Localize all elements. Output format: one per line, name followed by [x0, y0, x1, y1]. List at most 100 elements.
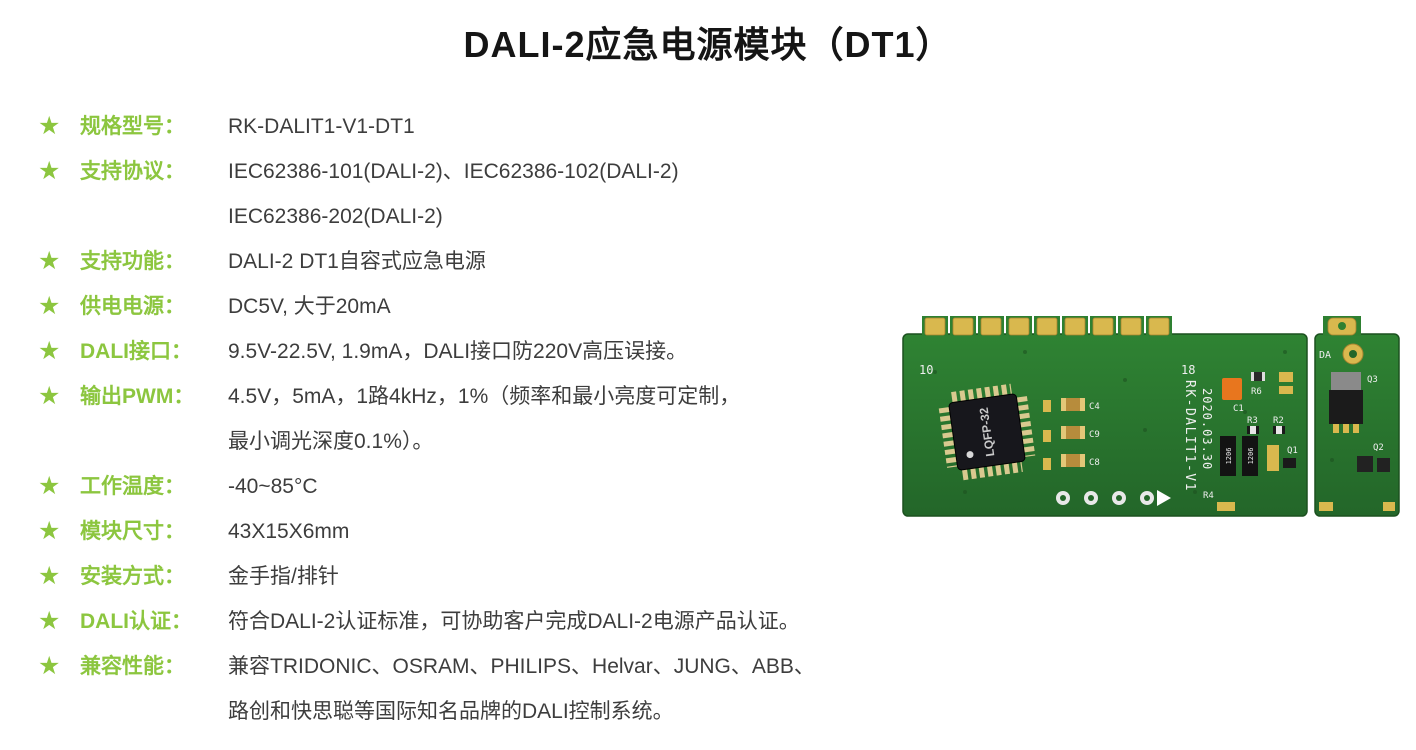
pin-number-right: 18 [1181, 363, 1195, 377]
star-icon: ★ [38, 517, 61, 545]
label-q1: Q1 [1287, 446, 1298, 456]
spec-row: ★ DALI接口： 9.5V-22.5V, 1.9mA，DALI接口防220V高… [36, 329, 916, 374]
spec-value-line: 43X15X6mm [228, 520, 350, 543]
smd-1206-a [1220, 436, 1236, 476]
smd-capacitors: C4 C9 C8 [1061, 398, 1100, 468]
spec-label: DALI认证： [80, 610, 192, 633]
pcb-board-image: 10 18 LQFP-32 [902, 316, 1400, 517]
spec-label: 模块尺寸： [80, 520, 185, 543]
spec-value-line: 金手指/排针 [228, 565, 339, 588]
spec-value-line: DC5V, 大于20mA [228, 295, 391, 318]
star-icon: ★ [38, 607, 61, 635]
spec-label: 安装方式： [80, 565, 185, 588]
spec-label: 输出PWM： [80, 385, 195, 408]
passive-components: C1 R6 R3 R2 1206 1206 Q1 [1203, 372, 1298, 511]
label-c1: C1 [1233, 404, 1244, 414]
spec-label: 支持功能： [80, 250, 185, 273]
spec-value-line: DALI-2 DT1自容式应急电源 [228, 250, 486, 273]
star-icon: ★ [38, 382, 61, 410]
spec-value: 兼容TRIDONIC、OSRAM、PHILIPS、Helvar、JUNG、ABB… [228, 644, 916, 734]
spec-value: -40~85°C [228, 464, 916, 509]
spec-label: 支持协议： [80, 160, 185, 183]
spec-row: ★ 规格型号： RK-DALIT1-V1-DT1 [36, 104, 916, 149]
spec-value: 4.5V，5mA，1路4kHz，1%（频率和最小亮度可定制， 最小调光深度0.1%… [228, 374, 916, 464]
spec-row: ★ 安装方式： 金手指/排针 [36, 554, 916, 599]
chip-body [948, 393, 1026, 471]
spec-value-line: RK-DALIT1-V1-DT1 [228, 115, 415, 138]
label-r6: R6 [1251, 387, 1262, 397]
chip-marking: LQFP-32 [977, 406, 998, 457]
spec-row: ★ 模块尺寸： 43X15X6mm [36, 509, 916, 554]
star-icon: ★ [38, 292, 61, 320]
spec-label: 供电电源： [80, 295, 185, 318]
label-c4: C4 [1089, 402, 1100, 412]
spec-row: ★ 支持功能： DALI-2 DT1自容式应急电源 [36, 239, 916, 284]
chip-pins [938, 383, 1036, 481]
page-title: DALI-2应急电源模块（DT1） [463, 24, 953, 65]
spec-row: ★ DALI认证： 符合DALI-2认证标准，可协助客户完成DALI-2电源产品… [36, 599, 916, 644]
smd-1206-b [1242, 436, 1258, 476]
pcb-photo: 10 18 LQFP-32 [895, 310, 1407, 522]
star-icon: ★ [38, 112, 61, 140]
spec-value-line: IEC62386-101(DALI-2)、IEC62386-102(DALI-2… [228, 160, 679, 183]
label-1206-a: 1206 [1225, 448, 1233, 465]
transistor-q3 [1329, 372, 1363, 433]
via-pads [1056, 490, 1171, 506]
label-r2: R2 [1273, 416, 1284, 426]
label-da: DA [1319, 350, 1331, 361]
pin-number-left: 10 [919, 363, 933, 377]
pcb-main-board: 10 18 LQFP-32 [902, 316, 1308, 517]
star-icon: ★ [38, 247, 61, 275]
pcb-break-piece: DA Q3 Q2 [1314, 316, 1400, 517]
silkscreen-date: 2020.03.30 [1200, 388, 1214, 470]
label-q3: Q3 [1367, 375, 1378, 385]
spec-label: 规格型号： [80, 115, 185, 138]
spec-value-line: 符合DALI-2认证标准，可协助客户完成DALI-2电源产品认证。 [228, 610, 800, 633]
star-icon: ★ [38, 652, 61, 680]
star-icon: ★ [38, 472, 61, 500]
spec-row: ★ 供电电源： DC5V, 大于20mA [36, 284, 916, 329]
spec-value: DALI-2 DT1自容式应急电源 [228, 239, 916, 284]
spec-value: 43X15X6mm [228, 509, 916, 554]
transistor-q2 [1357, 456, 1373, 472]
spec-label: 兼容性能： [80, 655, 185, 678]
transistor-q1 [1283, 458, 1296, 468]
spec-row: ★ 兼容性能： 兼容TRIDONIC、OSRAM、PHILIPS、Helvar、… [36, 644, 916, 734]
spec-value-line: 最小调光深度0.1%）。 [228, 430, 434, 453]
spec-value: RK-DALIT1-V1-DT1 [228, 104, 916, 149]
spec-value-line: 兼容TRIDONIC、OSRAM、PHILIPS、Helvar、JUNG、ABB… [228, 655, 815, 678]
spec-label: DALI接口： [80, 340, 192, 363]
label-q2: Q2 [1373, 443, 1384, 453]
spec-value: DC5V, 大于20mA [228, 284, 916, 329]
label-c9: C9 [1089, 430, 1100, 440]
spec-value-line: 9.5V-22.5V, 1.9mA，DALI接口防220V高压误接。 [228, 340, 688, 363]
small-pads [1043, 400, 1051, 470]
star-icon: ★ [38, 337, 61, 365]
spec-value-line: -40~85°C [228, 475, 318, 498]
spec-row: ★ 工作温度： -40~85°C [36, 464, 916, 509]
spec-row: ★ 输出PWM： 4.5V，5mA，1路4kHz，1%（频率和最小亮度可定制， 最… [36, 374, 916, 464]
spec-value-line: 4.5V，5mA，1路4kHz，1%（频率和最小亮度可定制， [228, 385, 741, 408]
lqfp32-chip: LQFP-32 [938, 383, 1036, 481]
label-r4: R4 [1203, 491, 1214, 501]
spec-value-line: 路创和快思聪等国际知名品牌的DALI控制系统。 [228, 700, 674, 723]
spec-value: 9.5V-22.5V, 1.9mA，DALI接口防220V高压误接。 [228, 329, 916, 374]
spec-value: 符合DALI-2认证标准，可协助客户完成DALI-2电源产品认证。 [228, 599, 916, 644]
star-icon: ★ [38, 157, 61, 185]
orange-capacitor [1222, 378, 1242, 400]
chip-pin1-dot [966, 451, 974, 459]
spec-value: IEC62386-101(DALI-2)、IEC62386-102(DALI-2… [228, 149, 916, 239]
small-ic [1377, 458, 1390, 472]
label-c8: C8 [1089, 458, 1100, 468]
gold-fingers [922, 316, 1172, 336]
spec-list: ★ 规格型号： RK-DALIT1-V1-DT1 ★ 支持协议： IEC6238… [36, 104, 916, 734]
spec-value: 金手指/排针 [228, 554, 916, 599]
spec-value-line: IEC62386-202(DALI-2) [228, 205, 443, 228]
label-1206-b: 1206 [1247, 448, 1255, 465]
spec-row: ★ 支持协议： IEC62386-101(DALI-2)、IEC62386-10… [36, 149, 916, 239]
spec-label: 工作温度： [80, 475, 185, 498]
label-r3: R3 [1247, 416, 1258, 426]
star-icon: ★ [38, 562, 61, 590]
triangle-marker [1157, 490, 1171, 506]
